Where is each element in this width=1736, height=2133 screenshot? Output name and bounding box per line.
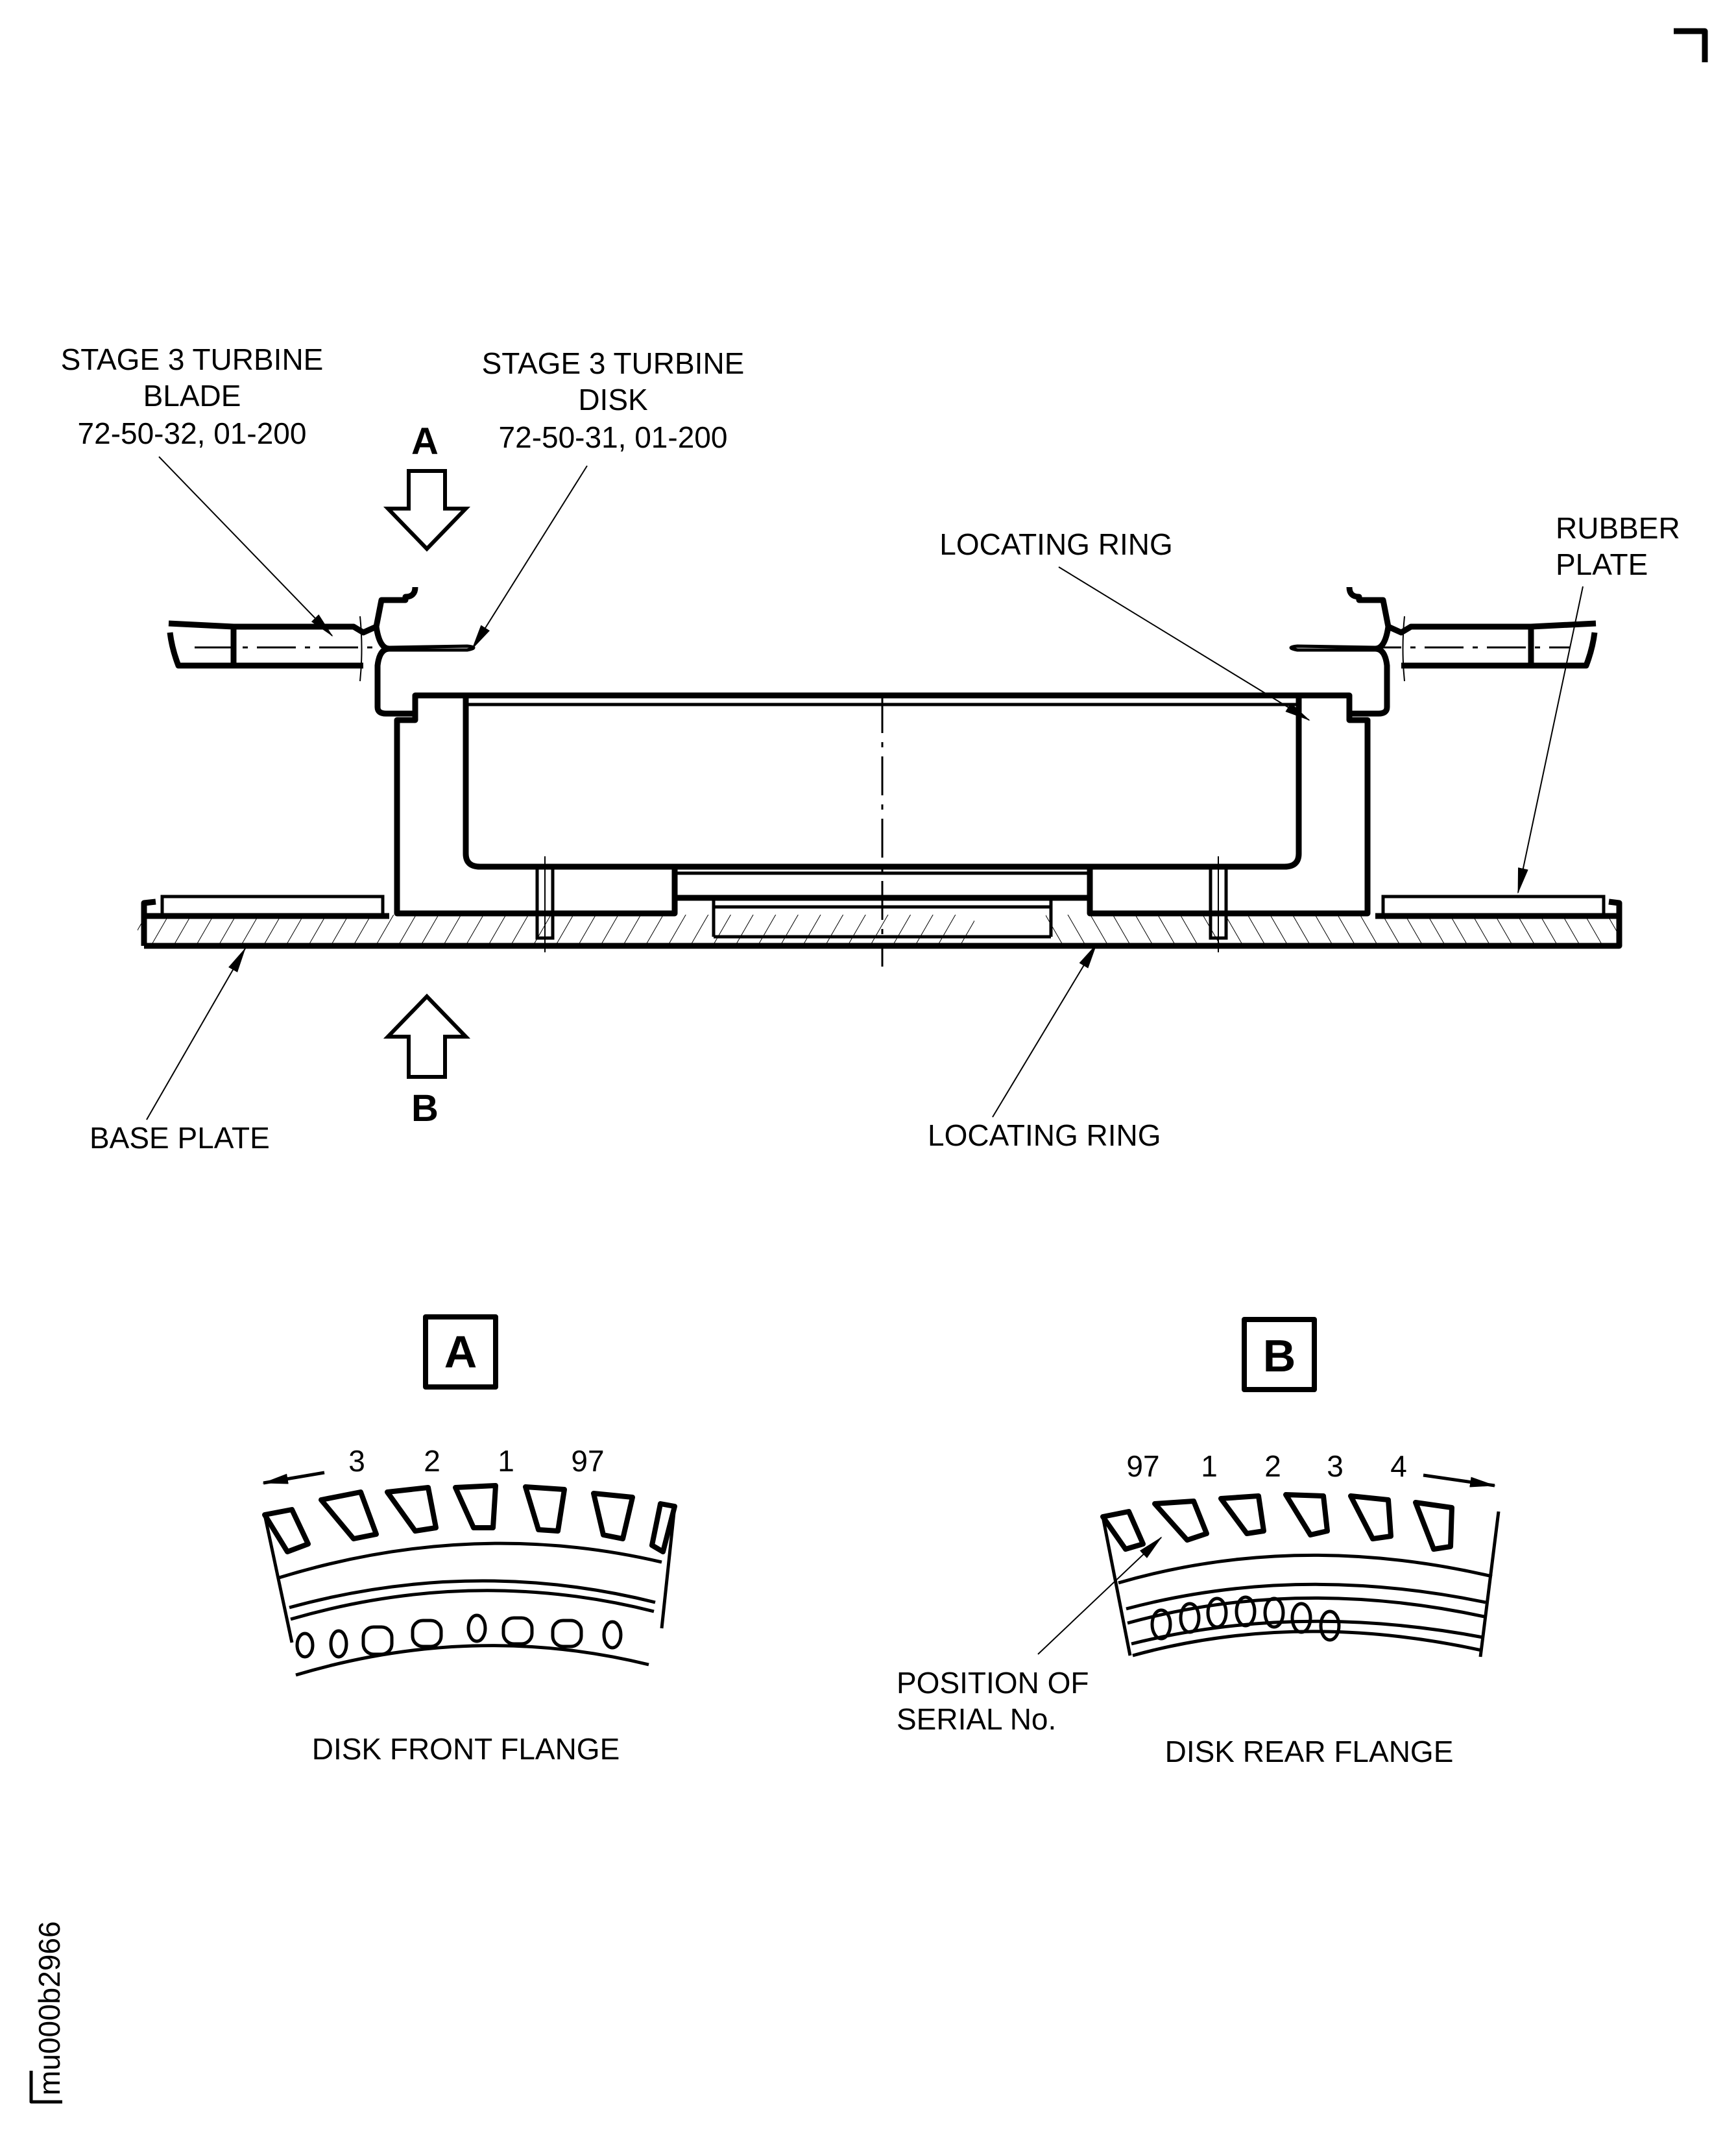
label-rubber-plate: RUBBER PLATE xyxy=(1556,511,1680,581)
base-plate-left xyxy=(138,915,974,943)
view-a-detail: A 3 2 1 97 DISK FRONT FLANGE xyxy=(262,1314,677,1766)
fixture-cross-section xyxy=(138,586,1622,967)
corner-mark-top-right xyxy=(1674,28,1708,62)
disk-label-line-2: DISK xyxy=(578,383,648,416)
view-a-tag: A xyxy=(444,1327,477,1377)
base-plate-right xyxy=(1046,915,1622,943)
disk-label-line-1: STAGE 3 TURBINE xyxy=(482,346,745,380)
view-a-slot-number: 1 xyxy=(498,1444,514,1478)
blade-disk-left xyxy=(167,586,476,717)
view-b-slot-number: 1 xyxy=(1201,1449,1218,1483)
view-b-caption: DISK REAR FLANGE xyxy=(1165,1735,1454,1768)
view-b-callout-line-1: POSITION OF xyxy=(897,1666,1089,1700)
rubber-plate-line-2: PLATE xyxy=(1556,548,1648,581)
blade-label-line-2: BLADE xyxy=(143,379,241,413)
view-b-slot-number: 97 xyxy=(1126,1449,1159,1483)
view-a-slot-number: 97 xyxy=(571,1444,604,1478)
leader-disk xyxy=(471,465,588,650)
view-b-slot-number: 3 xyxy=(1327,1449,1344,1483)
leader-locating-ring-bottom xyxy=(992,943,1098,1118)
base-plate-outline-bottom xyxy=(144,898,1622,949)
label-turbine-disk: STAGE 3 TURBINE DISK 72-50-31, 01-200 xyxy=(482,346,745,454)
fixture-ring-left xyxy=(394,692,678,917)
label-locating-ring-bottom: LOCATING RING xyxy=(928,1118,1161,1152)
view-a-direction-arrow xyxy=(262,1471,325,1485)
view-b-slot-number: 2 xyxy=(1264,1449,1281,1483)
view-a-teeth xyxy=(262,1483,677,1554)
view-a-arrow-label: A xyxy=(411,420,439,463)
leader-base-plate xyxy=(146,947,246,1120)
view-a-holes xyxy=(295,1613,623,1659)
view-a-tag-box xyxy=(423,1314,498,1390)
figure-id: mu000b2966 xyxy=(32,1921,66,2095)
corner-mark-bottom-left xyxy=(29,2071,62,2104)
view-b-teeth xyxy=(1100,1492,1454,1552)
view-b-slot-number: 4 xyxy=(1390,1449,1407,1483)
view-b-tag-box xyxy=(1242,1317,1317,1392)
disk-label-line-3: 72-50-31, 01-200 xyxy=(499,420,728,454)
leader-serial-position xyxy=(1037,1536,1163,1655)
leader-rubber-plate xyxy=(1517,586,1584,894)
blade-label-line-1: STAGE 3 TURBINE xyxy=(61,343,324,376)
blade-label-line-3: 72-50-32, 01-200 xyxy=(78,416,307,450)
view-b-arrow-icon xyxy=(383,993,471,1079)
label-base-plate: BASE PLATE xyxy=(90,1121,270,1155)
view-b-callout-line-2: SERIAL No. xyxy=(897,1702,1056,1736)
view-a-arrow-icon xyxy=(383,469,471,552)
rubber-plate-right xyxy=(1381,895,1606,917)
view-b-arrow-label: B xyxy=(411,1087,439,1129)
fixture-ring-right xyxy=(1087,692,1371,917)
label-turbine-blade: STAGE 3 TURBINE BLADE 72-50-32, 01-200 xyxy=(61,343,324,450)
view-b-tag: B xyxy=(1263,1331,1296,1381)
view-b-holes xyxy=(1150,1595,1341,1642)
label-locating-ring-top: LOCATING RING xyxy=(939,527,1173,561)
view-a-caption: DISK FRONT FLANGE xyxy=(312,1732,620,1766)
view-a-slot-number: 2 xyxy=(424,1444,440,1478)
view-b-direction-arrow xyxy=(1423,1473,1496,1488)
rubber-plate-line-1: RUBBER xyxy=(1556,511,1680,545)
view-b-detail: B 97 1 2 3 4 POSITION OF SERIAL No. DISK… xyxy=(897,1317,1501,1768)
leader-blade xyxy=(158,456,333,637)
rubber-plate-left xyxy=(160,895,385,917)
blade-disk-right xyxy=(1289,586,1598,717)
view-a-slot-number: 3 xyxy=(348,1444,365,1478)
